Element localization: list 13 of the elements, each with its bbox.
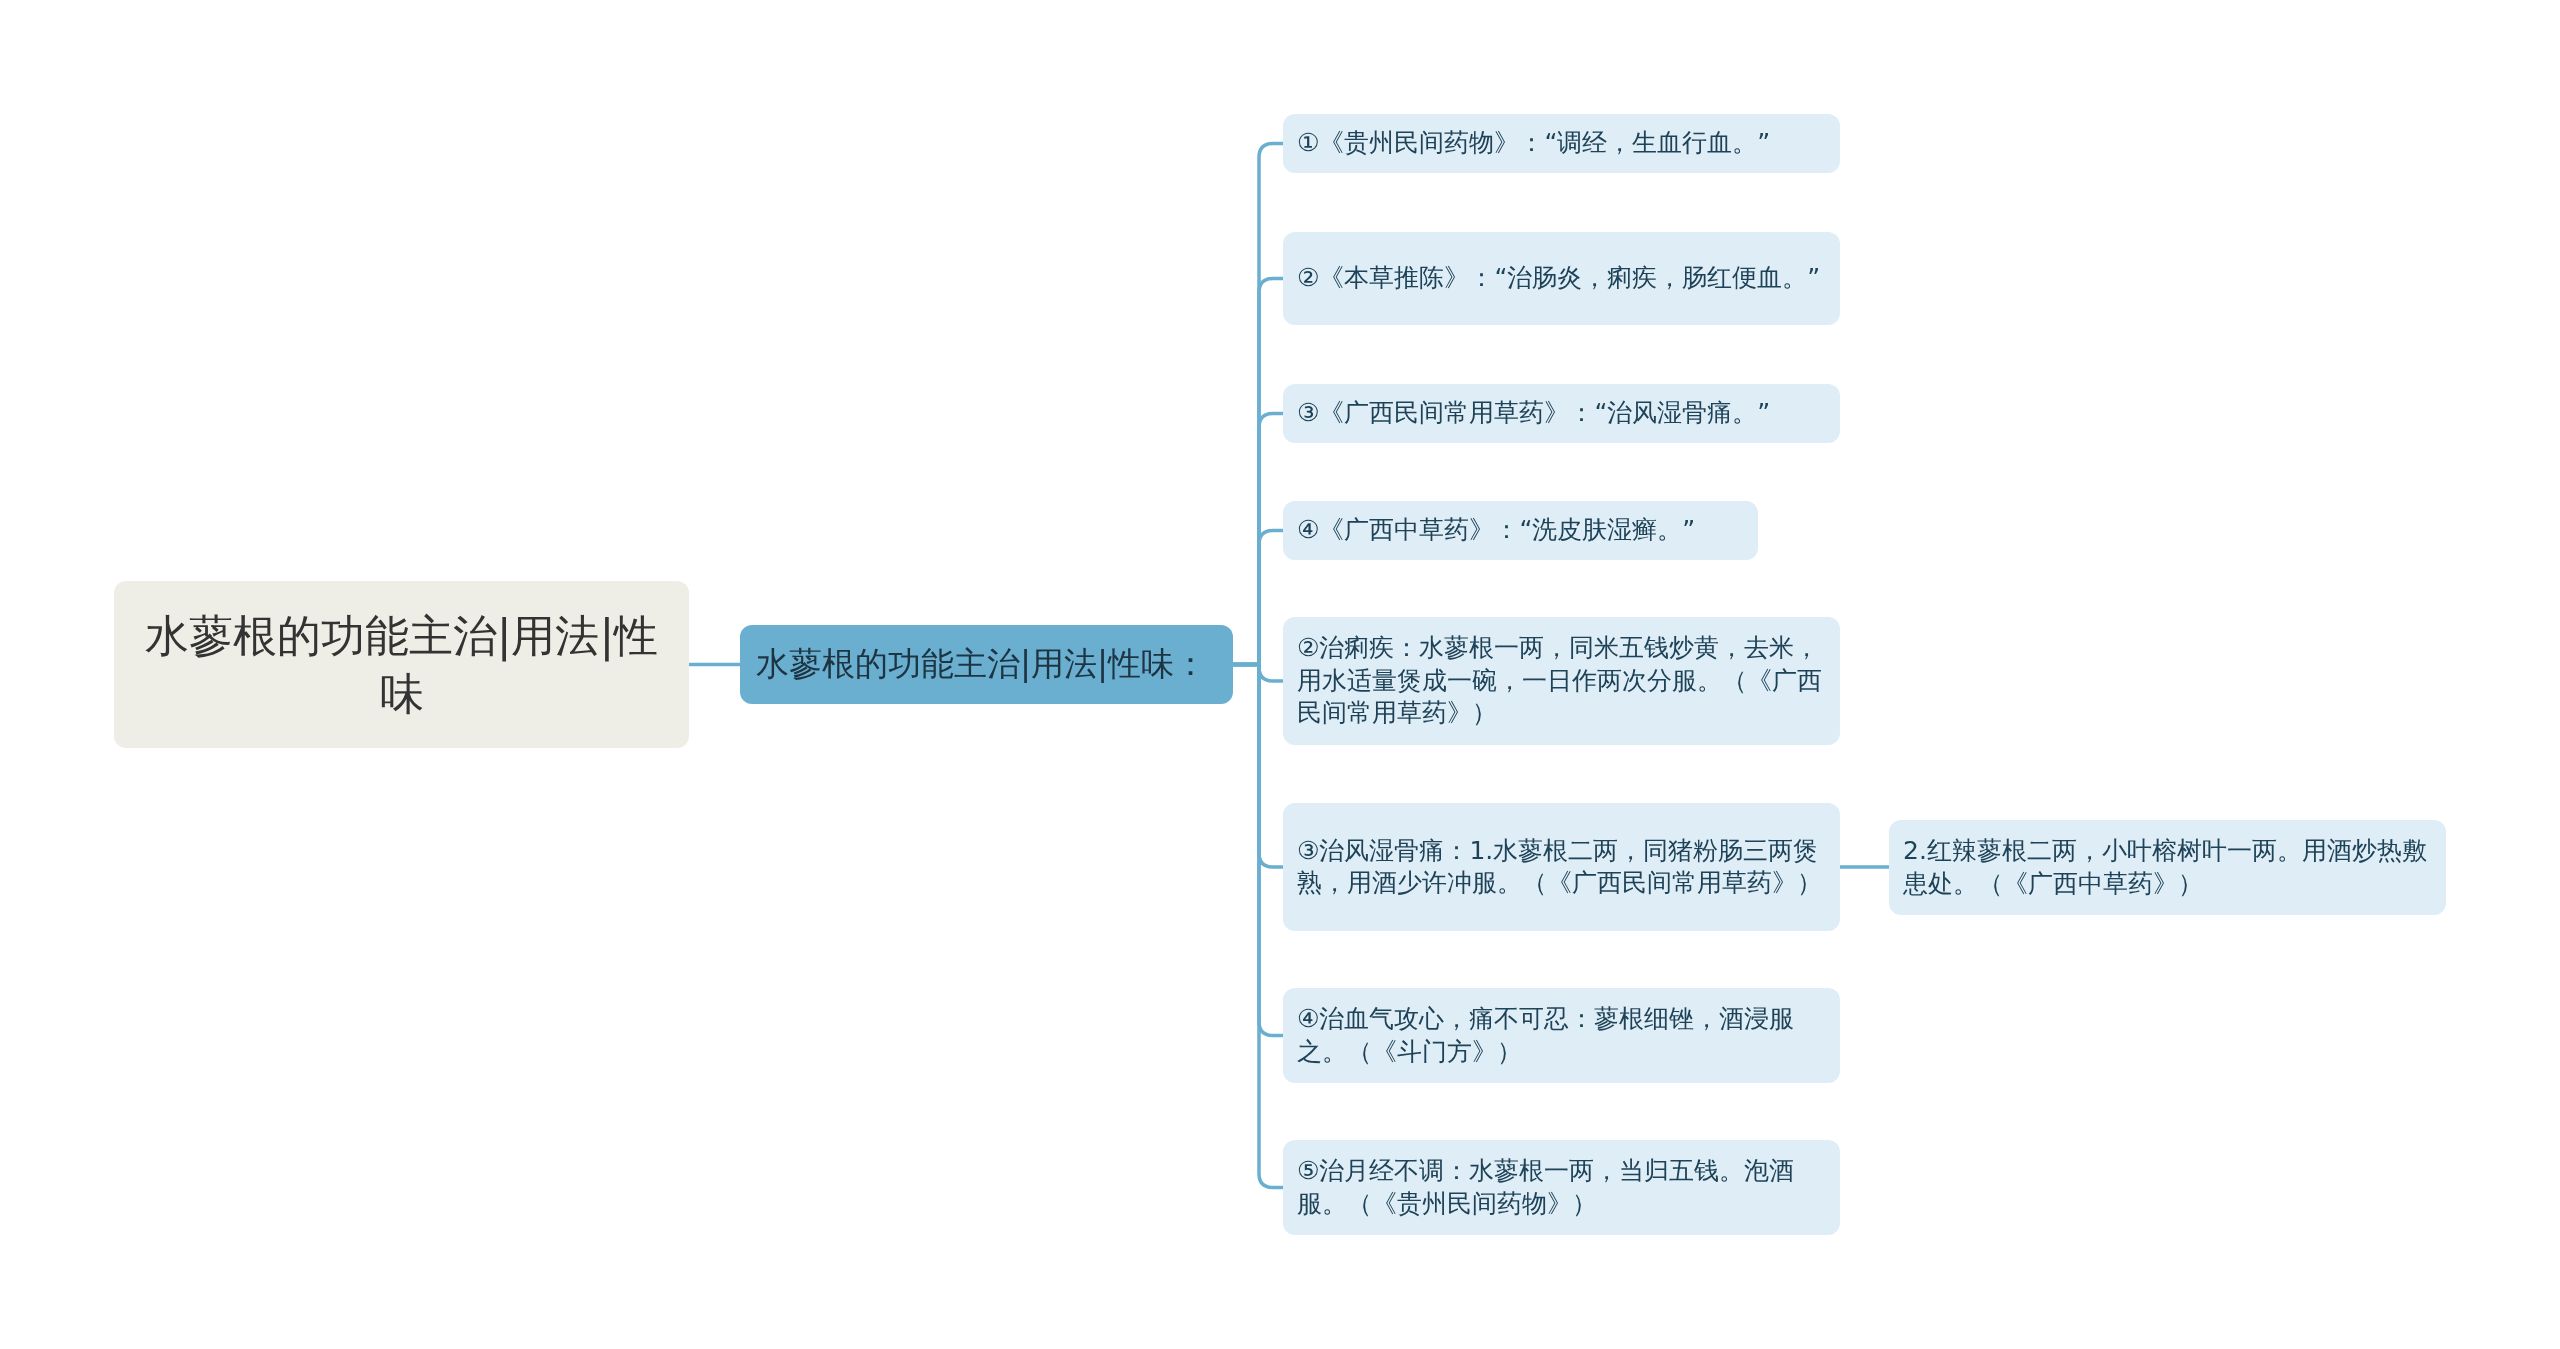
subtopic-box: ②治痢疾：水蓼根一两，同米五钱炒黄，去米，用水适量煲成一碗，一日作两次分服。（《广西民间常用草药》） xyxy=(1283,617,1840,745)
root-topic-box: 水蓼根的功能主治|用法|性味 xyxy=(114,581,689,748)
subtopic-box: ④《广西中草药》：“洗皮肤湿癣。” xyxy=(1283,501,1758,560)
topic-box: 水蓼根的功能主治|用法|性味： xyxy=(740,625,1233,704)
connector-line xyxy=(1840,865,1889,869)
subtopic-box: ⑤治月经不调：水蓼根一两，当归五钱。泡酒服。（《贵州民间药物》） xyxy=(1283,1140,1840,1235)
connector-line xyxy=(689,662,740,667)
subtopic-box: ④治血气攻心，痛不可忍：蓼根细锉，酒浸服之。（《斗门方》） xyxy=(1283,988,1840,1083)
subtopic-box: ①《贵州民间药物》：“调经，生血行血。” xyxy=(1283,114,1840,173)
subtopic-box: ②《本草推陈》：“治肠炎，痢疾，肠红便血。” xyxy=(1283,232,1840,325)
subtopic-box: 2.红辣蓼根二两，小叶榕树叶一两。用酒炒热敷患处。（《广西中草药》） xyxy=(1889,820,2446,915)
subtopic-box: ③《广西民间常用草药》：“治风湿骨痛。” xyxy=(1283,384,1840,443)
subtopic-box: ③治风湿骨痛：1.水蓼根二两，同猪粉肠三两煲熟，用酒少许冲服。（《广西民间常用草药》） xyxy=(1283,803,1840,931)
